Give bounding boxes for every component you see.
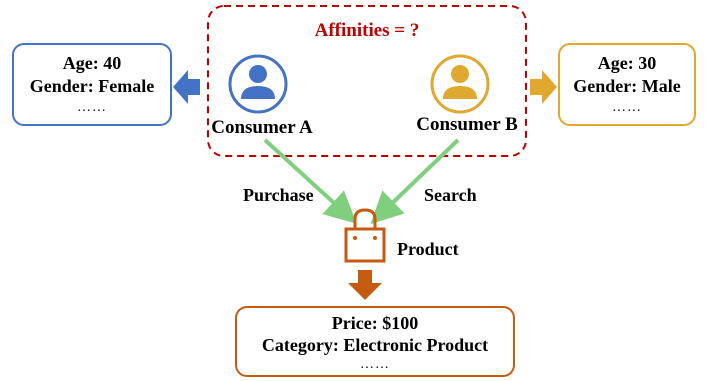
consumer-b-age: Age: 30 [597, 53, 657, 73]
product-label: Product [397, 239, 459, 259]
shopping-bag-icon [344, 208, 386, 263]
product-price: Price: $100 [331, 313, 419, 333]
consumer-a-age: Age: 40 [62, 53, 122, 73]
consumer-a-icon [228, 54, 288, 114]
arrow-left-icon [173, 70, 200, 104]
consumer-b-gender: Gender: Male [573, 76, 681, 96]
consumer-b-more: …… [612, 100, 642, 115]
consumer-a-label: Consumer A [211, 117, 313, 138]
consumer-a-gender: Gender: Female [29, 76, 155, 96]
search-label: Search [424, 185, 477, 205]
consumer-a-attributes-box: Age: 40 Gender: Female …… [12, 43, 172, 126]
consumer-a-more: …… [77, 100, 107, 115]
consumer-b-icon [430, 54, 490, 114]
arrow-right-icon [530, 70, 557, 104]
product-attributes-box: Price: $100 Category: Electronic Product… [235, 306, 515, 377]
search-edge [370, 138, 460, 225]
purchase-edge [263, 138, 357, 224]
diagram-title: Affinities = ? [314, 20, 420, 41]
product-more: …… [360, 357, 390, 372]
purchase-label: Purchase [243, 185, 314, 205]
product-category: Category: Electronic Product [261, 335, 489, 355]
consumer-b-attributes-box: Age: 30 Gender: Male …… [558, 43, 696, 126]
arrow-down-icon [348, 270, 382, 300]
consumer-b-label: Consumer B [416, 114, 518, 135]
